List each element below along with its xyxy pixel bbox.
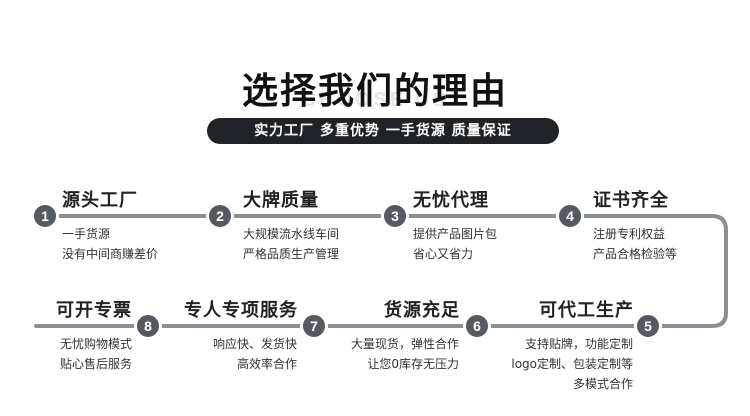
- step-5-number-badge: 5: [634, 312, 662, 340]
- step-8-number-badge: 8: [134, 312, 162, 340]
- step-7-line-1: 响应快、发货快: [212, 337, 297, 351]
- step-3-desc: 提供产品图片包 省心又省力: [413, 224, 497, 264]
- step-4-number-badge: 4: [556, 202, 584, 230]
- step-8-title: 可开专票: [56, 300, 132, 321]
- slogan-banner: 实力工厂 多重优势 一手货源 质量保证: [207, 118, 559, 144]
- step-2-line-2: 严格品质生产管理: [243, 247, 340, 261]
- step-3-line-1: 提供产品图片包: [413, 227, 498, 241]
- step-2-desc: 大规模流水线车间 严格品质生产管理: [243, 224, 339, 264]
- step-4-title: 证书齐全: [593, 190, 669, 211]
- step-3-number-badge: 3: [381, 202, 409, 230]
- step-3-title: 无忧代理: [413, 190, 489, 211]
- step-7-line-2: 高效率合作: [236, 357, 297, 371]
- step-8-line-1: 无忧购物模式: [59, 337, 132, 351]
- step-6-desc: 大量现货，弹性合作 让您0库存无压力: [351, 334, 459, 374]
- watermark-text: CHOOSE US: [301, 89, 449, 111]
- page-title: 选择我们的理由: [241, 71, 508, 112]
- step-4-line-2: 产品合格检验等: [593, 247, 678, 261]
- step-3-line-2: 省心又省力: [413, 247, 474, 261]
- step-5-line-3: 多模式合作: [572, 377, 633, 391]
- step-2-line-1: 大规模流水线车间: [243, 227, 340, 241]
- step-5-line-2: logo定制、包装定制等: [511, 357, 633, 371]
- step-7-title: 专人专项服务: [184, 300, 298, 321]
- step-1-desc: 一手货源 没有中间商赚差价: [62, 224, 158, 264]
- step-7-desc: 响应快、发货快 高效率合作: [213, 334, 297, 374]
- step-7-number-badge: 7: [300, 312, 328, 340]
- track-line: [34, 214, 728, 328]
- step-6-line-2: 让您0库存无压力: [367, 357, 459, 371]
- step-6-line-1: 大量现货，弹性合作: [350, 337, 459, 351]
- step-2-title: 大牌质量: [243, 190, 319, 211]
- step-4-desc: 注册专利权益 产品合格检验等: [593, 224, 677, 264]
- step-5-line-1: 支持贴牌，功能定制: [524, 337, 633, 351]
- step-1-line-2: 没有中间商赚差价: [62, 247, 159, 261]
- step-1-number-badge: 1: [31, 202, 59, 230]
- step-2-number-badge: 2: [206, 202, 234, 230]
- step-8-line-2: 贴心售后服务: [59, 357, 132, 371]
- step-5-desc: 支持贴牌，功能定制 logo定制、包装定制等 多模式合作: [511, 334, 633, 394]
- step-6-title: 货源充足: [384, 300, 460, 321]
- step-4-line-1: 注册专利权益: [593, 227, 666, 241]
- step-5-title: 可代工生产: [539, 300, 634, 321]
- step-1-line-1: 一手货源: [62, 227, 111, 241]
- step-8-desc: 无忧购物模式 贴心售后服务: [60, 334, 132, 374]
- step-1-title: 源头工厂: [62, 190, 138, 211]
- step-6-number-badge: 6: [463, 312, 491, 340]
